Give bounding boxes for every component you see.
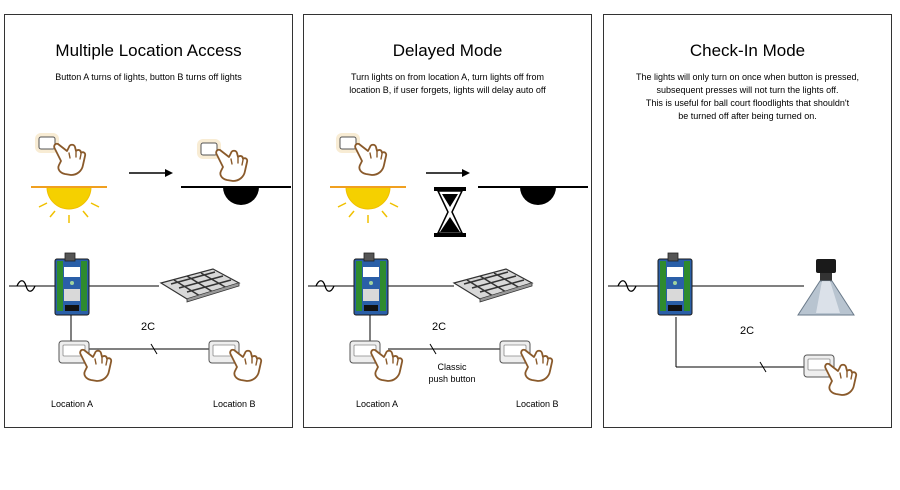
button-note-line: push button — [428, 374, 476, 384]
panel-title: Check-In Mode — [689, 41, 806, 60]
wire-label: 2C — [141, 321, 156, 333]
pointing-hand-icon — [824, 362, 858, 396]
description-line: The lights will only turn on once when b… — [635, 72, 860, 82]
button-note-line: Classic — [437, 362, 467, 372]
light-off-icon — [180, 186, 292, 206]
relay-module-icon — [54, 252, 90, 316]
diagram-delayed-mode — [308, 132, 589, 382]
description-line: This is useful for ball court floodlight… — [645, 98, 850, 108]
location-b-label: Location B — [213, 399, 256, 409]
arrow-right-icon — [129, 169, 173, 177]
location-b-label: Location B — [516, 399, 559, 409]
pointing-hand-icon — [53, 142, 87, 176]
description-line: location B, if user forgets, lights will… — [349, 85, 546, 95]
wire-label: 2C — [432, 321, 447, 333]
panel-light-icon — [453, 268, 533, 303]
arrow-right-icon — [426, 169, 470, 177]
ac-source-icon — [9, 280, 55, 292]
panel-multiple-location-access: Multiple Location Access Button A turns … — [4, 14, 293, 428]
description-line: Turn lights on from location A, turn lig… — [350, 72, 545, 82]
description-line: Button A turns of lights, button B turns… — [55, 72, 242, 82]
description-line: subsequent presses will not turn the lig… — [656, 85, 839, 95]
pointing-hand-icon — [215, 148, 249, 182]
relay-module-icon — [353, 252, 389, 316]
ac-source-icon — [308, 280, 354, 292]
panel-description: Turn lights on from location A, turn lig… — [304, 71, 591, 97]
sun-icon — [30, 186, 108, 224]
panel-description: Button A turns of lights, button B turns… — [5, 71, 292, 84]
button-note: Classic push button — [412, 361, 492, 385]
hourglass-icon — [434, 187, 466, 237]
pointing-hand-icon — [79, 348, 113, 382]
relay-module-icon — [657, 252, 693, 316]
pointing-hand-icon — [520, 348, 554, 382]
location-a-label: Location A — [356, 399, 399, 409]
description-line: be turned off after being turned on. — [678, 111, 817, 121]
panel-description: The lights will only turn on once when b… — [604, 71, 891, 123]
light-off-icon — [477, 186, 589, 206]
ac-source-icon — [608, 280, 658, 292]
pointing-hand-icon — [354, 142, 388, 176]
location-a-label: Location A — [51, 399, 94, 409]
sun-icon — [329, 186, 407, 224]
high-bay-lamp-icon — [797, 259, 855, 316]
diagram-check-in-mode — [608, 252, 858, 396]
pointing-hand-icon — [229, 348, 263, 382]
wire-label: 2C — [740, 325, 755, 337]
panel-title: Delayed Mode — [392, 41, 503, 60]
pointing-hand-icon — [370, 348, 404, 382]
panel-delayed-mode: Delayed Mode Turn lights on from locatio… — [303, 14, 592, 428]
panel-title: Multiple Location Access — [55, 41, 242, 60]
diagram-multiple-location — [9, 132, 292, 382]
panel-light-icon — [160, 268, 240, 303]
panel-check-in-mode: Check-In Mode The lights will only turn … — [603, 14, 892, 428]
